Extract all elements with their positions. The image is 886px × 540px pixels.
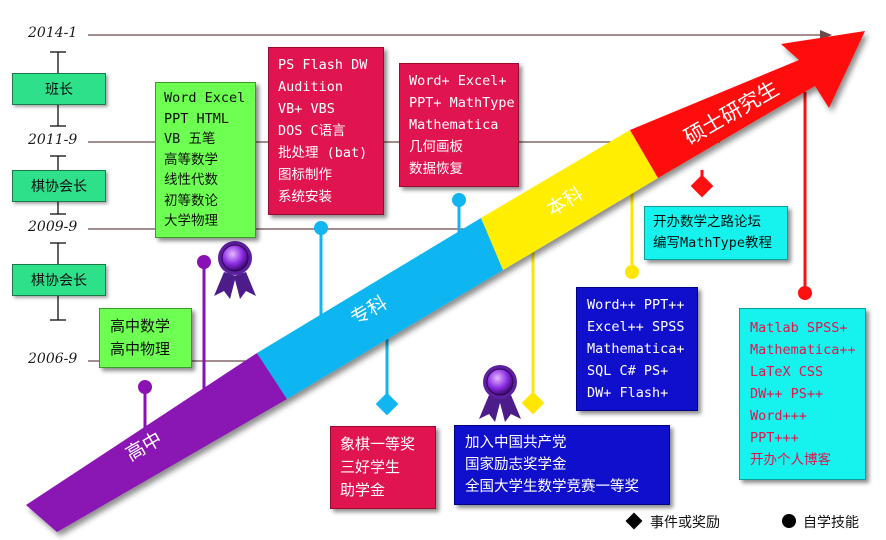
list-item: 开办数学之路论坛 [653,214,761,230]
legend-dot-icon [782,514,796,528]
list-item: Word+++ [750,408,807,424]
list-item: 几何画板 [409,139,463,155]
list-item: Matlab SPSS+ [750,320,848,336]
list-item: PPT+++ [750,430,799,446]
list-item: 大学物理 [164,213,218,229]
arrow-segment-grad [630,31,865,178]
list-item: PPT HTML [164,110,230,127]
skill-dot-grad [798,286,812,300]
college-skills-box-2: PS Flash DW Audition VB+ VBS DOS C语言 批处理… [268,47,384,215]
list-item: 高中数学 [110,317,171,335]
event-diamond-college [375,392,399,416]
medal-icon [479,365,521,422]
skill-dot-highschool [138,380,152,394]
list-item: 编写MathType教程 [653,235,773,251]
list-item: 数据恢复 [409,161,463,177]
list-item: 批处理 (bat) [278,145,368,161]
date-label-2011-9: 2011-9 [28,132,78,148]
grad-skills-box: Matlab SPSS+ Mathematica++ LaTeX CSS DW+… [739,308,866,480]
progress-arrow [26,31,865,532]
skill-dot-college-1 [197,255,211,269]
date-label-2014-1: 2014-1 [28,25,78,41]
list-item: DW++ PS++ [750,386,824,402]
date-label-2009-9: 2009-9 [28,219,78,235]
medal-icon [214,241,256,299]
list-item: Audition [278,79,344,95]
highschool-awards-box: 高中数学 高中物理 [99,308,192,368]
college-awards-box: 象棋一等奖 三好学生 助学金 [330,426,436,509]
event-diamond-grad [690,174,714,198]
list-item: 加入中国共产党 [465,435,567,451]
list-item: 高中物理 [110,340,171,358]
legend-skill-label: 自学技能 [803,515,859,531]
arrow-segment-undergrad [481,130,658,270]
college-skills-box-3: Word+ Excel+ PPT+ MathType Mathematica 几… [399,63,519,187]
list-item: VB+ VBS [278,101,335,117]
list-item: SQL C# PS+ [587,363,669,379]
list-item: Excel++ SPSS [587,319,685,335]
role-chess-president-1: 棋协会长 [12,170,106,202]
skill-dot-college-2 [314,221,328,235]
list-item: 象棋一等奖 [340,435,416,453]
list-item: Word+ Excel+ [409,73,507,89]
list-item: Mathematica [409,117,499,133]
event-diamond-undergrad [521,391,545,415]
date-label-2006-9: 2006-9 [28,351,78,367]
list-item: Mathematica++ [750,342,856,358]
list-item: 全国大学生数学竞赛一等奖 [465,479,639,495]
list-item: Word Excel [164,90,246,106]
list-item: Mathematica+ [587,341,685,357]
list-item: LaTeX CSS [750,364,824,380]
list-item: 三好学生 [340,458,401,476]
list-item: 高等数学 [164,151,218,168]
list-item: Word++ PPT++ [587,297,685,313]
list-item: 国家励志奖学金 [465,457,567,473]
skill-dot-college-3 [452,193,466,207]
list-item: PS Flash DW [278,57,368,73]
legend-event-label: 事件或奖励 [650,515,720,531]
list-item: 助学金 [340,481,386,499]
undergrad-awards-box: 加入中国共产党 国家励志奖学金 全国大学生数学竞赛一等奖 [454,425,670,505]
list-item: 图标制作 [278,167,332,183]
list-item: PPT+ MathType [409,95,515,111]
legend-diamond-icon [625,512,643,530]
list-item: VB 五笔 [164,131,216,147]
grad-events-box: 开办数学之路论坛 编写MathType教程 [644,206,788,260]
list-item: DW+ Flash+ [587,385,669,401]
list-item: 初等数论 [164,192,218,209]
arrow-segment-college [257,218,503,399]
list-item: 系统安装 [278,189,332,205]
role-chess-president-2: 棋协会长 [12,264,106,296]
undergrad-skills-box: Word++ PPT++ Excel++ SPSS Mathematica+ S… [576,287,698,411]
list-item: DOS C语言 [278,123,346,139]
list-item: 线性代数 [164,172,218,188]
role-monitor: 班长 [12,73,106,105]
list-item: 开办个人博客 [750,452,831,468]
arrow-segment-highschool [26,353,287,532]
college-skills-box-1: Word Excel PPT HTML VB 五笔 高等数学 线性代数 初等数论… [155,82,256,238]
skill-dot-undergrad [625,265,639,279]
